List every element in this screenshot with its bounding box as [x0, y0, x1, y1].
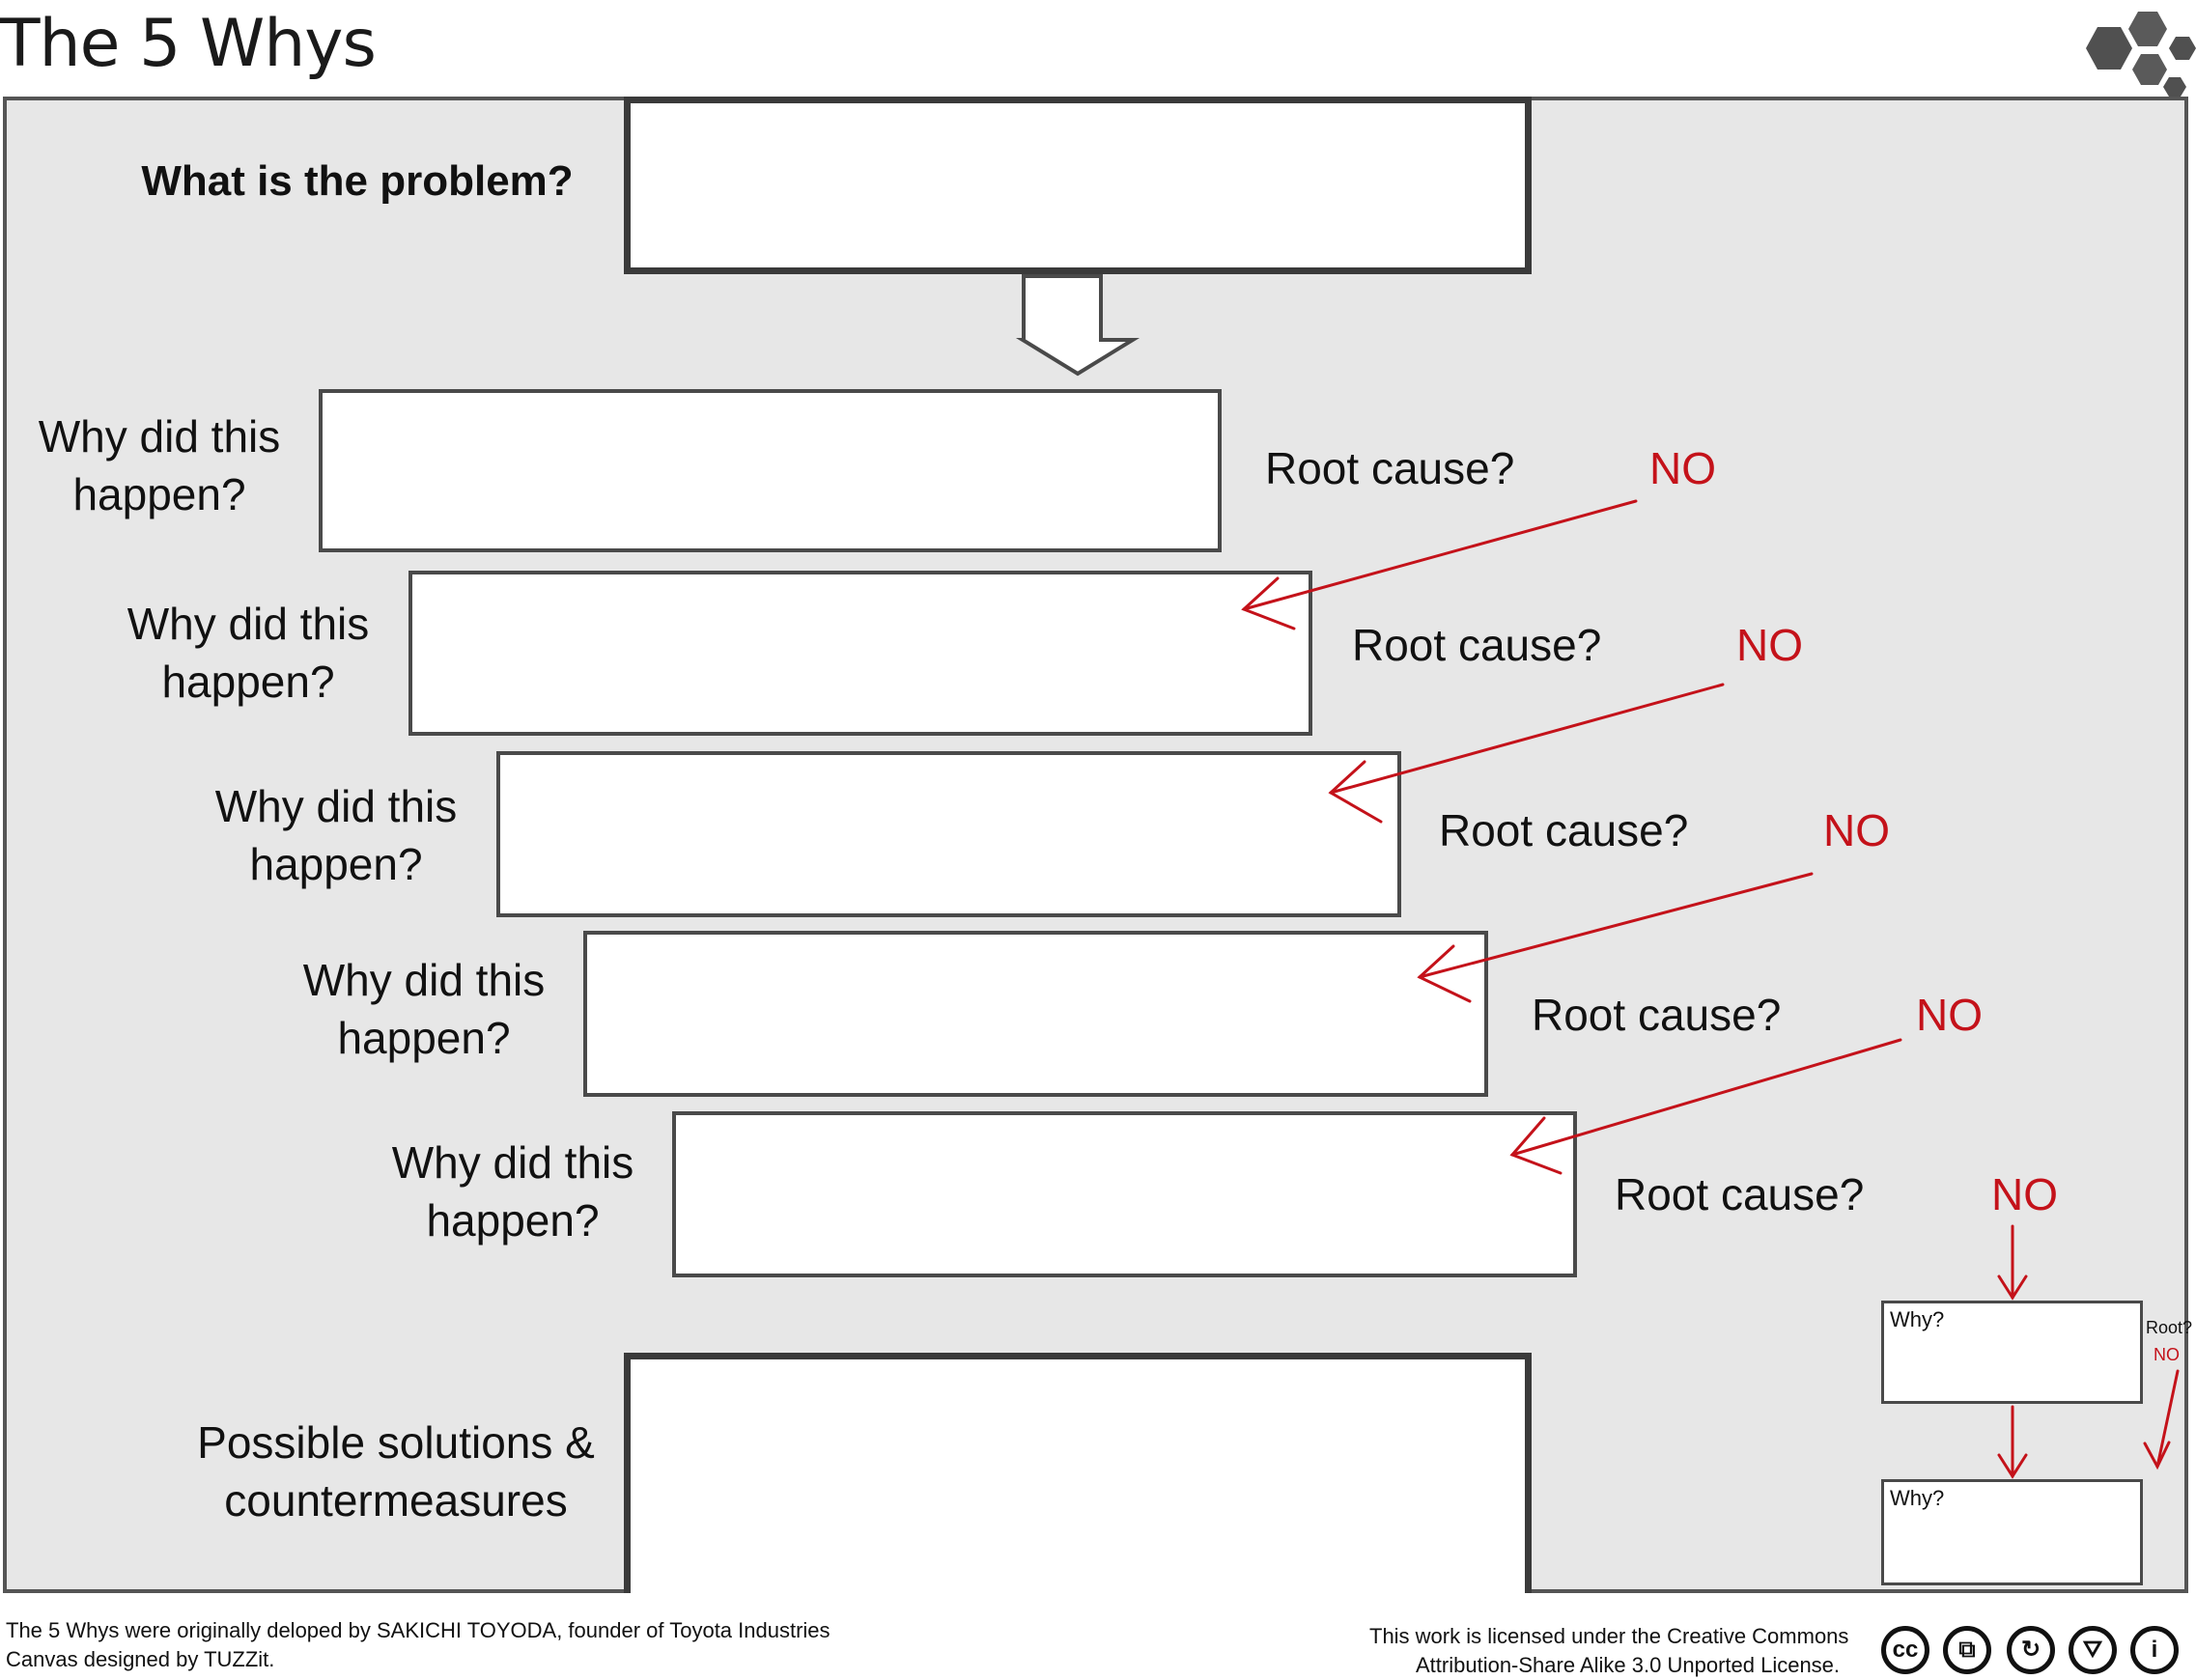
mini-why-box-1[interactable]: Why? [1881, 1301, 2143, 1404]
root-cause-label-3: Root cause? [1439, 805, 1689, 855]
mini-why-label-2: Why? [1890, 1486, 1945, 1510]
no-label-1: NO [1649, 443, 1716, 493]
down-arrow-red-3 [2143, 1369, 2180, 1470]
loop-arrow-3 [1417, 872, 1814, 1003]
solutions-box[interactable] [624, 1353, 1532, 1593]
no-label-3: NO [1823, 805, 1890, 855]
why-label-5: Why did this happen? [391, 1137, 634, 1246]
why-box-4[interactable] [583, 931, 1488, 1097]
remix-icon[interactable]: ⛛ [2069, 1626, 2117, 1674]
credit-line-1: The 5 Whys were originally deloped by SA… [6, 1618, 831, 1642]
root-cause-label-2: Root cause? [1352, 620, 1602, 670]
why-box-2[interactable] [408, 571, 1312, 736]
problem-label: What is the problem? [141, 157, 574, 205]
credit-line-2: Canvas designed by TUZZit. [6, 1647, 275, 1671]
share-alike-icon[interactable]: ↻ [2007, 1626, 2055, 1674]
loop-arrow-2 [1328, 683, 1725, 824]
why-label-4: Why did this happen? [302, 955, 546, 1063]
mini-root-label: Root? [2146, 1318, 2193, 1337]
attribution-icon[interactable]: i [2130, 1626, 2179, 1674]
solutions-label: Possible solutions & countermeasures [197, 1417, 595, 1526]
license-line-1: This work is licensed under the Creative… [1369, 1624, 1849, 1648]
tuzzit-logo-icon [2086, 12, 2196, 97]
cc-icon[interactable]: cc [1881, 1626, 1929, 1674]
mini-no-label: NO [2154, 1345, 2180, 1364]
root-cause-label-4: Root cause? [1532, 990, 1782, 1040]
down-arrow-red-1 [1997, 1224, 2028, 1301]
page-title: The 5 Whys [0, 6, 377, 82]
mini-why-box-2[interactable]: Why? [1881, 1479, 2143, 1585]
license-line-2: Attribution-Share Alike 3.0 Unported Lic… [1416, 1653, 1841, 1677]
root-cause-label-5: Root cause? [1615, 1169, 1865, 1219]
why-box-3[interactable] [496, 751, 1401, 917]
root-cause-label-1: Root cause? [1265, 443, 1515, 493]
mini-why-label-1: Why? [1890, 1307, 1945, 1331]
no-label-5: NO [1991, 1169, 2058, 1219]
why-label-2: Why did this happen? [127, 599, 370, 707]
down-arrow-icon [1015, 274, 1140, 377]
problem-box[interactable] [624, 97, 1532, 274]
why-label-3: Why did this happen? [214, 781, 458, 889]
loop-arrow-4 [1509, 1038, 1902, 1175]
why-box-1[interactable] [319, 389, 1222, 552]
loop-arrow-1 [1241, 499, 1638, 630]
down-arrow-red-2 [1997, 1405, 2028, 1479]
no-label-4: NO [1916, 990, 1983, 1040]
no-label-2: NO [1736, 620, 1803, 670]
copy-icon[interactable]: ⧉ [1943, 1626, 1991, 1674]
why-box-5[interactable] [672, 1111, 1577, 1277]
why-label-1: Why did this happen? [38, 411, 281, 519]
